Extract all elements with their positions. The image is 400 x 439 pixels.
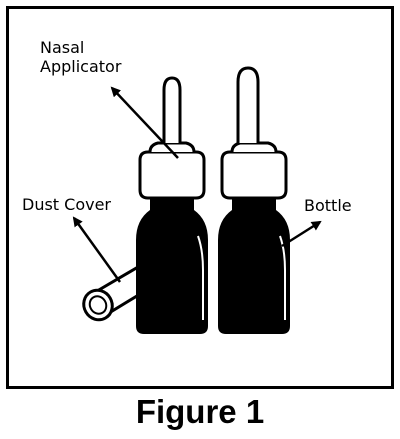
nasal-applicator-label-line1: Nasal bbox=[40, 38, 85, 57]
figure-caption: Figure 1 bbox=[135, 393, 265, 430]
bottle-arrow bbox=[281, 220, 322, 248]
nasal-applicator-arrow bbox=[110, 86, 179, 159]
dust-cover-arrow bbox=[72, 216, 122, 283]
dust-cover-label: Dust Cover bbox=[22, 195, 112, 214]
nasal-applicator-label-line2: Applicator bbox=[40, 57, 122, 76]
nasal-applicator-label: Nasal Applicator bbox=[40, 38, 121, 76]
right-bottle bbox=[218, 66, 290, 334]
left-bottle bbox=[136, 76, 208, 334]
bottle-label: Bottle bbox=[304, 196, 352, 215]
figure-frame bbox=[6, 6, 394, 389]
